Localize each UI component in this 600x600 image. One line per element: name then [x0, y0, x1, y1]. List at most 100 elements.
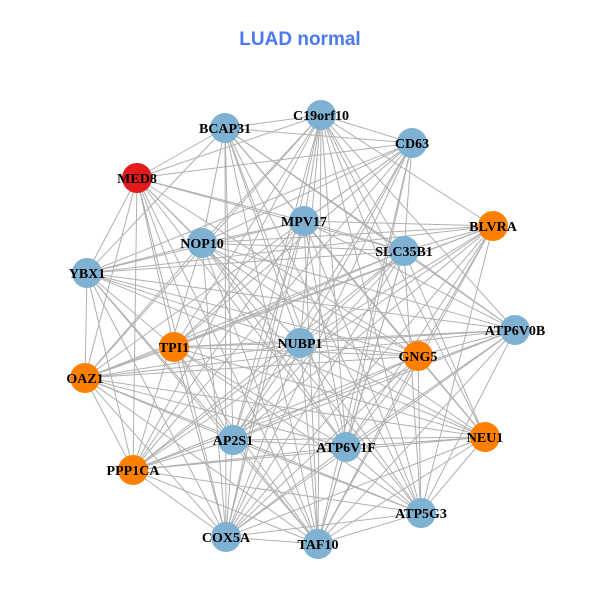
- edge-ATP6V1F-ATP5G3: [345, 446, 422, 514]
- edge-BCAP31-NUBP1: [224, 127, 301, 344]
- edge-ATP6V0B-AP2S1: [232, 329, 516, 441]
- edge-PPP1CA-TAF10: [132, 469, 319, 545]
- node-circle: [122, 163, 152, 193]
- edge-YBX1-NUBP1: [86, 272, 301, 344]
- chart-title: LUAD normal: [239, 29, 361, 50]
- edge-NUBP1-OAZ1: [84, 342, 301, 379]
- edge-MPV17-ATP6V1F: [303, 220, 347, 448]
- edge-TPI1-COX5A: [173, 346, 227, 538]
- node-TAF10: TAF10: [298, 529, 339, 559]
- edge-PPP1CA-ATP5G3: [132, 469, 422, 514]
- edge-BLVRA-NUBP1: [299, 225, 494, 344]
- edge-OAZ1-COX5A: [84, 377, 227, 538]
- node-circle: [211, 522, 241, 552]
- edge-BCAP31-CD63: [224, 127, 413, 144]
- edge-SLC35B1-ATP5G3: [403, 250, 422, 514]
- edge-C19orf10-BLVRA: [320, 114, 494, 227]
- edge-BCAP31-AP2S1: [224, 127, 234, 441]
- edge-TPI1-NEU1: [173, 346, 486, 438]
- node-label: BLVRA: [469, 220, 518, 235]
- edge-CD63-NOP10: [201, 142, 413, 244]
- node-label: SLC35B1: [375, 245, 433, 260]
- edge-NEU1-AP2S1: [232, 436, 486, 441]
- edge-ATP6V1F-COX5A: [225, 446, 347, 538]
- edge-GNG5-COX5A: [225, 355, 419, 538]
- node-TPI1: TPI1: [159, 332, 189, 362]
- node-NOP10: NOP10: [180, 228, 224, 258]
- edge-NOP10-NUBP1: [201, 242, 301, 344]
- edge-ATP5G3-COX5A: [225, 512, 422, 538]
- edge-C19orf10-TPI1: [173, 114, 322, 348]
- edge-NUBP1-TAF10: [299, 342, 319, 545]
- edge-PPP1CA-COX5A: [132, 469, 227, 538]
- node-circle: [500, 315, 530, 345]
- edge-BCAP31-COX5A: [224, 127, 227, 538]
- edge-ATP6V0B-NUBP1: [299, 329, 516, 344]
- edge-ATP6V0B-COX5A: [225, 329, 516, 538]
- edge-GNG5-OAZ1: [84, 355, 419, 379]
- edges-layer: [84, 114, 516, 545]
- edge-TPI1-NUBP1: [173, 342, 301, 348]
- node-label: NOP10: [180, 237, 224, 252]
- node-NEU1: NEU1: [467, 422, 504, 452]
- edge-CD63-OAZ1: [84, 142, 413, 379]
- edge-C19orf10-CD63: [320, 114, 413, 144]
- edge-MPV17-COX5A: [225, 220, 305, 538]
- node-ATP6V1F: ATP6V1F: [316, 432, 376, 462]
- edge-MED8-OAZ1: [84, 177, 138, 379]
- node-label: NEU1: [467, 431, 504, 446]
- edge-NOP10-COX5A: [201, 242, 227, 538]
- node-label: ATP6V1F: [316, 441, 376, 456]
- node-circle: [478, 211, 508, 241]
- node-NUBP1: NUBP1: [277, 328, 323, 358]
- node-label: OAZ1: [66, 372, 103, 387]
- edge-GNG5-NEU1: [417, 355, 486, 438]
- node-CD63: CD63: [395, 128, 429, 158]
- node-circle: [118, 455, 148, 485]
- edge-MPV17-ATP5G3: [303, 220, 422, 514]
- edge-BCAP31-ATP5G3: [224, 127, 422, 514]
- edge-ATP6V0B-GNG5: [417, 329, 516, 357]
- edge-SLC35B1-TPI1: [173, 250, 405, 348]
- node-circle: [470, 422, 500, 452]
- edge-AP2S1-ATP5G3: [232, 439, 422, 514]
- edge-YBX1-ATP6V0B: [86, 272, 516, 331]
- edge-AP2S1-ATP6V1F: [232, 439, 347, 448]
- edge-CD63-AP2S1: [232, 142, 413, 441]
- node-label: AP2S1: [213, 434, 253, 449]
- node-label: BCAP31: [199, 122, 251, 137]
- edge-ATP6V1F-TAF10: [317, 446, 347, 545]
- edge-GNG5-ATP5G3: [417, 355, 422, 514]
- edge-ATP6V1F-PPP1CA: [132, 446, 347, 471]
- edge-AP2S1-COX5A: [225, 439, 234, 538]
- node-C19orf10: C19orf10: [293, 100, 349, 130]
- edge-MED8-SLC35B1: [136, 177, 405, 252]
- edge-C19orf10-MPV17: [303, 114, 322, 222]
- node-circle: [159, 332, 189, 362]
- edge-YBX1-OAZ1: [84, 272, 88, 379]
- edge-OAZ1-ATP6V1F: [84, 377, 347, 448]
- edge-NOP10-YBX1: [86, 242, 203, 274]
- edge-NUBP1-PPP1CA: [132, 342, 301, 471]
- edge-NEU1-TAF10: [317, 436, 486, 545]
- edge-ATP6V0B-TAF10: [317, 329, 516, 545]
- edge-NOP10-ATP6V0B: [201, 242, 516, 331]
- edge-C19orf10-GNG5: [320, 114, 419, 357]
- edge-ATP6V0B-ATP6V1F: [345, 329, 516, 448]
- edge-SLC35B1-COX5A: [225, 250, 405, 538]
- edge-TPI1-ATP6V1F: [173, 346, 347, 448]
- edge-NOP10-TAF10: [201, 242, 319, 545]
- edge-YBX1-TAF10: [86, 272, 319, 545]
- node-label: C19orf10: [293, 109, 349, 124]
- edge-AP2S1-PPP1CA: [132, 439, 234, 471]
- edge-SLC35B1-PPP1CA: [132, 250, 405, 471]
- edge-NUBP1-AP2S1: [232, 342, 301, 441]
- edge-GNG5-AP2S1: [232, 355, 419, 441]
- edge-C19orf10-ATP6V1F: [320, 114, 347, 448]
- edge-BLVRA-OAZ1: [84, 225, 494, 379]
- node-label: MED8: [117, 172, 157, 187]
- node-BLVRA: BLVRA: [469, 211, 518, 241]
- node-label: TAF10: [298, 538, 339, 553]
- edge-ATP6V0B-TPI1: [173, 329, 516, 348]
